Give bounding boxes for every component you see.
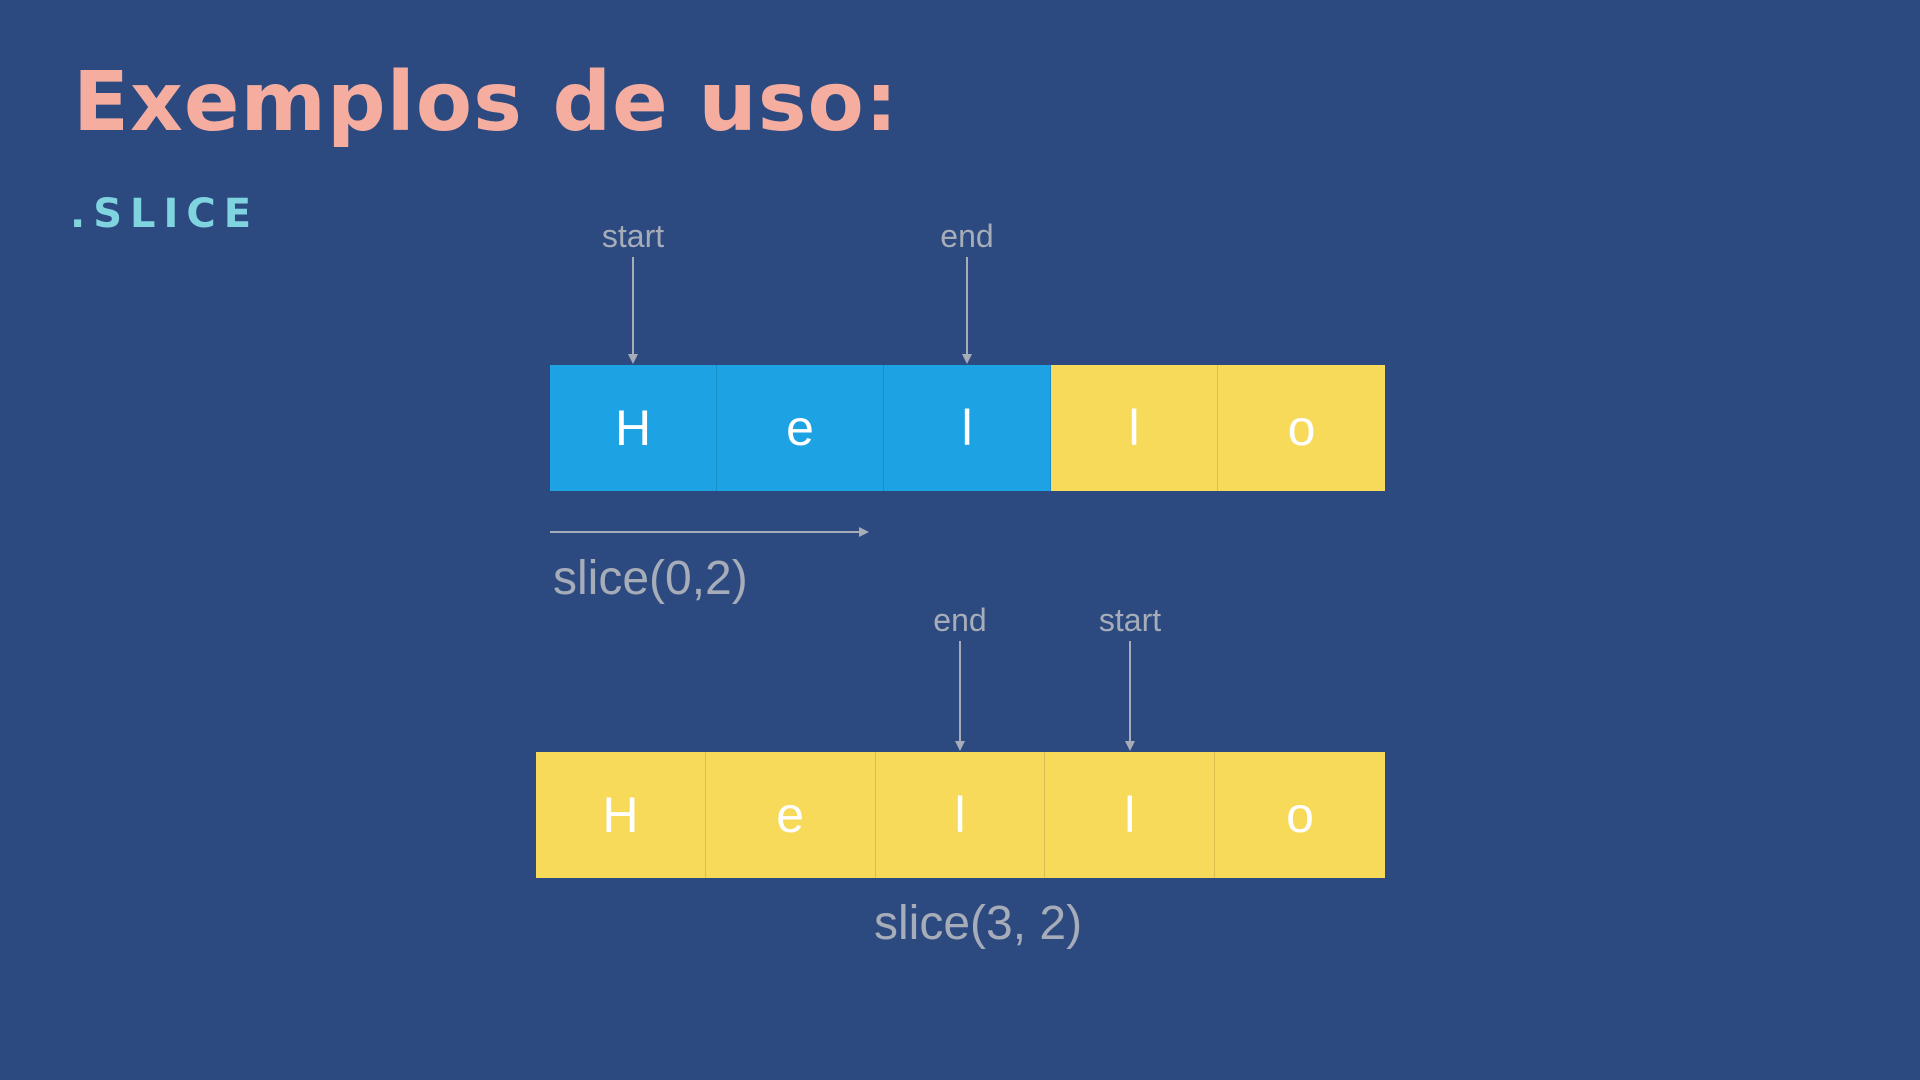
- example1-slice-call: slice(0,2): [553, 552, 748, 605]
- example1-cell-0: H: [550, 365, 717, 491]
- example2-cell-1: e: [705, 752, 876, 878]
- page-title: Exemplos de uso:: [73, 55, 899, 150]
- page-subtitle: .SLICE: [70, 191, 260, 237]
- example1-cell-3: l: [1051, 365, 1218, 491]
- example2-cell-0: H: [536, 752, 706, 878]
- example1-cell-2: l: [884, 365, 1051, 491]
- example1-cell-4: o: [1218, 365, 1385, 491]
- example2-end-label: end: [933, 602, 987, 638]
- example1-string-cells: H e l l o: [550, 365, 1385, 491]
- example2-cell-4: o: [1215, 752, 1385, 878]
- example2-string-cells: H e l l o: [536, 752, 1385, 878]
- example1-cell-1: e: [717, 365, 884, 491]
- example2-slice-call: slice(3, 2): [874, 897, 1083, 950]
- example1-end-label: end: [940, 218, 994, 254]
- example2-cell-2: l: [875, 752, 1046, 878]
- example2-cell-3: l: [1045, 752, 1216, 878]
- example1-start-label: start: [601, 218, 665, 254]
- example2-start-label: start: [1098, 602, 1162, 638]
